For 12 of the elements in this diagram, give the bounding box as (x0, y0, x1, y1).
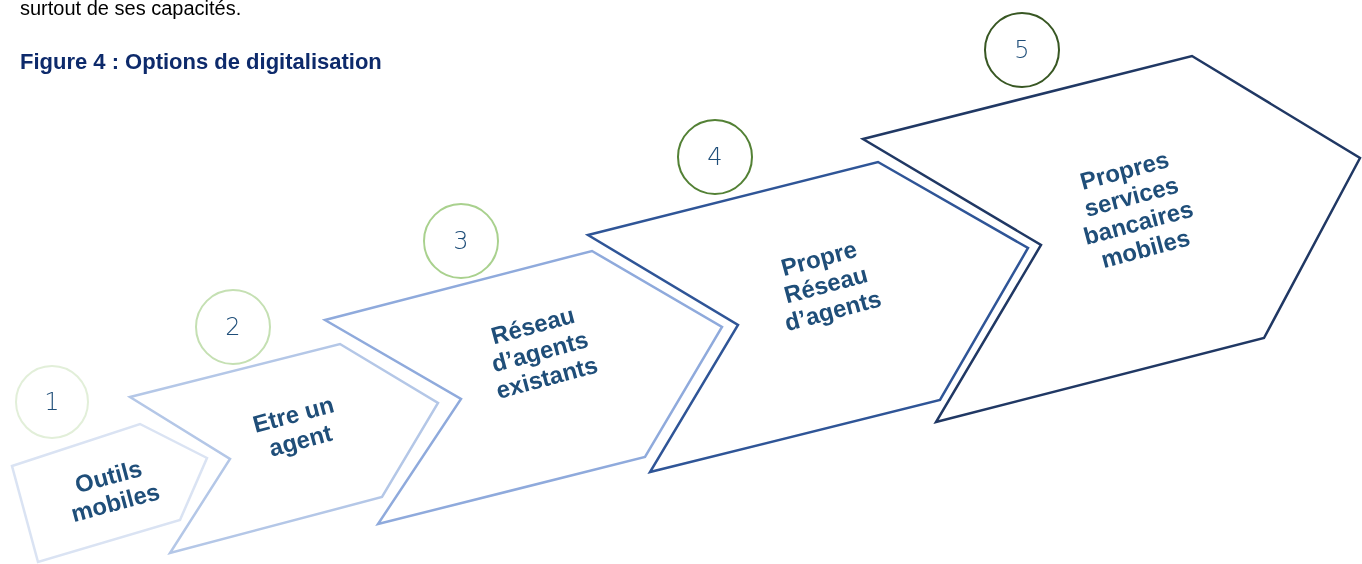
step-label: Propre Réseau d’agents (776, 234, 885, 338)
body-text: surtout de ses capacités. (20, 0, 242, 20)
step-label: Propres services bancaires mobiles (1076, 144, 1197, 275)
step-label: Etre un agent (248, 389, 338, 464)
step-number: 2 (225, 312, 241, 343)
step-label: Outils mobiles (66, 453, 164, 529)
figure-title: Figure 4 : Options de digitalisation (20, 48, 382, 76)
step-number: 5 (1014, 35, 1030, 66)
step-number: 3 (453, 226, 469, 257)
step-number: 4 (707, 142, 723, 173)
step-number: 1 (44, 387, 60, 418)
step-label: Réseau d’agents existants (487, 300, 602, 406)
